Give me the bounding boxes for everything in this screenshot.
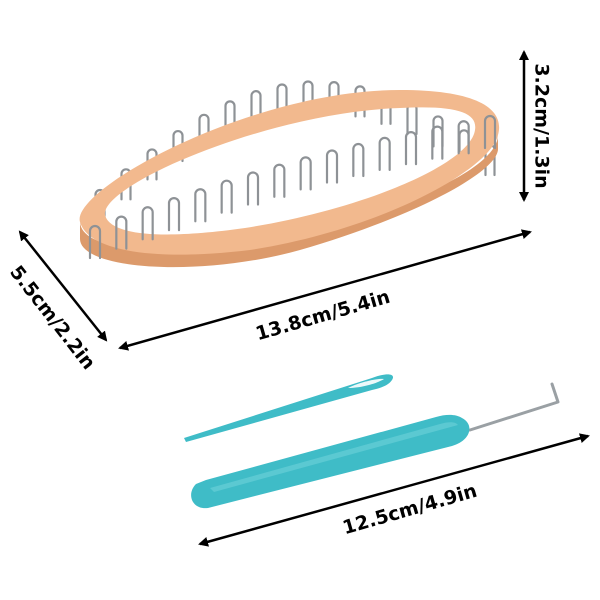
- loom-pin: [432, 115, 444, 148]
- loom-pin: [299, 156, 312, 191]
- loom-pin: [224, 100, 236, 133]
- loom-front-pins: [88, 114, 497, 260]
- loom-pin: [194, 188, 207, 223]
- loom-pin: [302, 80, 314, 113]
- loom-pin: [250, 90, 262, 123]
- latch-hook-tool: [191, 382, 560, 509]
- depth-dimension-label: 5.5cm/2.2in: [5, 262, 100, 374]
- plastic-needle: [184, 374, 394, 442]
- loom-pin: [404, 131, 418, 166]
- loom-pin: [273, 163, 286, 198]
- loom-pin: [431, 125, 444, 160]
- loom-pin: [141, 206, 154, 241]
- loom-pin: [276, 83, 288, 116]
- loom-pin: [354, 85, 366, 118]
- loom-pin: [246, 171, 260, 206]
- loom-pin: [378, 136, 391, 172]
- loom-pin: [325, 149, 339, 184]
- length-dimension-arrow: [118, 229, 532, 351]
- needle-eye: [348, 378, 384, 388]
- length-dimension-label: 13.8cm/5.4in: [253, 286, 392, 345]
- tool-length-dimension-label: 12.5cm/4.9in: [340, 480, 479, 539]
- loom-pin: [406, 102, 418, 136]
- loom-pin: [457, 120, 470, 155]
- needle-body: [184, 374, 394, 442]
- loom-pin: [352, 142, 365, 178]
- loom-pin: [172, 129, 184, 163]
- tool-length-dimension-arrow: [198, 433, 590, 547]
- loom-pin: [198, 113, 210, 146]
- loom-pin: [146, 148, 158, 181]
- loom-pin: [115, 215, 128, 250]
- height-dimension-label: 3.2cm/1.3in: [531, 63, 553, 188]
- loom-pin: [328, 81, 340, 114]
- knitting-loom: [79, 80, 500, 268]
- loom-pin: [483, 114, 497, 150]
- loom-pin: [220, 179, 233, 214]
- hook-metal-shaft: [468, 382, 560, 432]
- loom-pin: [167, 197, 181, 232]
- depth-dimension-arrow: [18, 230, 108, 342]
